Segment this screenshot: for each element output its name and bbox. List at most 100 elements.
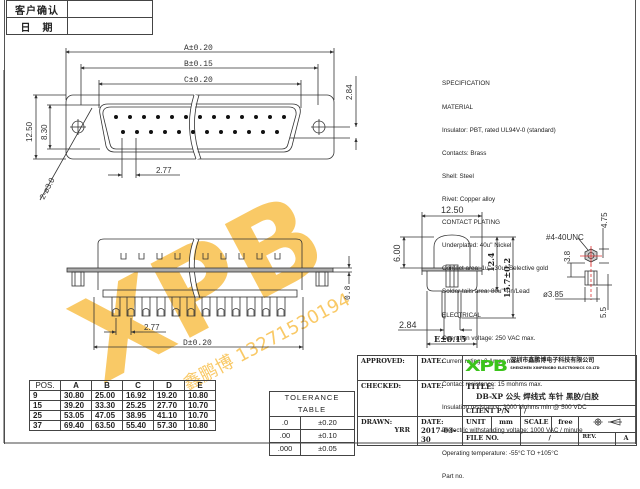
dim-a-label: A±0.20 <box>184 44 213 53</box>
front-view <box>66 238 352 350</box>
table-cell: .0 <box>269 416 301 430</box>
file-no-label: FILE NO. <box>462 431 521 447</box>
table-cell: .00 <box>269 429 301 443</box>
title-value: DB-XP 公头 焊线式 车针 黑胶/白胶 <box>476 392 599 401</box>
table-cell: 9 <box>29 390 61 401</box>
header-cell: D <box>153 380 185 391</box>
table-cell: 27.70 <box>153 400 185 411</box>
screw-top-label: 4.75 <box>600 212 609 228</box>
table-cell: 10.70 <box>184 410 216 421</box>
spec-line: SPECIFICATION <box>442 80 490 88</box>
drawn-by: YRR <box>394 426 410 434</box>
company-logo: XPB <box>465 357 508 375</box>
table-cell: 63.50 <box>91 420 123 431</box>
side-tail-offset-label: 2.84 <box>399 320 417 330</box>
table-cell: 41.10 <box>153 410 185 421</box>
table-cell: 38.95 <box>122 410 154 421</box>
table-cell: 10.80 <box>184 390 216 401</box>
spec-line: Contact area: 1u"~30u" Selective gold <box>442 265 549 273</box>
dim-e-label: E±0.15 <box>434 334 466 344</box>
thread-label: #4-40UNC <box>546 233 584 242</box>
screw-bottom-label: 5.5 <box>599 306 608 318</box>
drawn-cell: DRAWN: YRR <box>357 416 418 446</box>
spec-line: Shell: Steel <box>442 172 474 180</box>
screw-detail <box>555 228 612 310</box>
table-row: .000 ±0.05 <box>269 442 355 456</box>
company-name-en: SHENZHEN XINPENGBO ELECTRONICS CO.LTD <box>510 366 600 370</box>
spec-line: Rivet: Copper alloy <box>442 195 496 203</box>
drawn-date-cell: DATE: 2017-03-30 <box>417 416 463 446</box>
drawn-date-label: DATE: <box>421 418 444 426</box>
spec-line: MATERIAL <box>442 103 474 111</box>
table-cell: 25 <box>29 410 61 421</box>
header-cell: C <box>122 380 154 391</box>
spec-line: Part no. <box>442 473 465 481</box>
date-value[interactable] <box>67 17 153 35</box>
title-label: TITLE: <box>466 382 495 391</box>
spec-line: Underplated: 40u" Nickel <box>442 242 512 250</box>
spec-line: ELECTRICAL <box>442 311 481 319</box>
drawn-date: 2017-03-30 <box>421 426 457 444</box>
table-row: 37 69.40 63.50 55.40 57.30 10.80 <box>29 420 216 431</box>
screw-detail-labels: #4-40UNC 4.75 3.8 ø3.85 5.5 <box>543 212 609 318</box>
dim-flange-label: 0.8 <box>344 285 353 300</box>
title-block: APPROVED: DATE: XPB 深圳市鑫鹏博电子科技有限公司 SHENZ… <box>357 355 638 447</box>
table-cell: 30.80 <box>60 390 92 401</box>
table-cell: 55.40 <box>122 420 154 431</box>
table-cell: 47.05 <box>91 410 123 421</box>
screw-hex-label: 3.8 <box>563 250 572 262</box>
spec-line: Operation voltage: 250 VAC max. <box>442 334 536 342</box>
table-cell: ±0.05 <box>300 442 355 456</box>
table-cell: 53.05 <box>60 410 92 421</box>
side-view-labels: 12.50 6.00 12.4 15.7±0.2 2.84 E±0.15 <box>392 205 512 344</box>
top-view <box>33 48 358 201</box>
header-cell: E <box>184 380 216 391</box>
table-cell: 25.25 <box>122 400 154 411</box>
table-row: .0 ±0.20 <box>269 416 355 430</box>
date-label: 日 期 <box>6 17 68 35</box>
dim-pitch-label: 2.77 <box>156 166 172 175</box>
rev-label: REV. <box>578 431 616 447</box>
tolerance-table: TOLERANCE TABLE .0 ±0.20 .00 ±0.10 .000 … <box>269 391 355 456</box>
table-cell: 37 <box>29 420 61 431</box>
top-view-labels: A±0.20 B±0.15 C±0.20 12.50 8.30 2.84 2.7… <box>25 44 354 201</box>
side-width-label: 12.50 <box>441 205 464 215</box>
client-pn-label: CLIENT P/N <box>462 405 521 417</box>
table-cell: 16.92 <box>122 390 154 401</box>
header-cell: A <box>60 380 92 391</box>
third-angle-projection-icon <box>592 418 622 426</box>
table-row: .00 ±0.10 <box>269 429 355 443</box>
table-cell: ±0.10 <box>300 429 355 443</box>
spec-line: Operating temperature: -55°C TO +105°C <box>442 450 559 458</box>
side-body-label: 12.4 <box>486 252 496 272</box>
side-total-label: 15.7±0.2 <box>502 258 512 298</box>
table-cell: ±0.20 <box>300 416 355 430</box>
table-header-row: POS. A B C D E <box>29 380 216 391</box>
dim-b-label: B±0.15 <box>184 60 213 69</box>
spec-line: Contacts: Brass <box>442 149 487 157</box>
header-cell: B <box>91 380 123 391</box>
tolerance-title: TOLERANCE TABLE <box>269 391 355 417</box>
spec-line: Solder tails area: 80u" Tin/Lead <box>442 288 530 296</box>
front-pitch-label: 2.77 <box>144 323 160 332</box>
table-cell: 15 <box>29 400 61 411</box>
scale-value: free <box>551 416 580 433</box>
table-cell: 10.70 <box>184 400 216 411</box>
dim-c-label: C±0.20 <box>184 76 213 85</box>
unit-label: UNIT <box>462 416 492 433</box>
top-view-pins <box>114 115 286 134</box>
file-no-value: / <box>519 431 580 447</box>
company-name-cn: 深圳市鑫鹏博电子科技有限公司 <box>510 357 595 364</box>
table-cell: 33.30 <box>91 400 123 411</box>
table-row: 15 39.20 33.30 25.25 27.70 10.70 <box>29 400 216 411</box>
approved-date-label: DATE: <box>417 355 463 381</box>
unit-value: mm <box>491 416 521 433</box>
spec-line: Insulator: PBT, rated UL94V-0 (standard) <box>442 126 556 134</box>
dim-mount-holes-label: 2-ø3.0 <box>38 176 57 201</box>
table-row: 9 30.80 25.00 16.92 19.20 10.80 <box>29 390 216 401</box>
drawn-label: DRAWN: <box>361 418 393 426</box>
dim-height-shell-label: 8.30 <box>40 124 49 140</box>
table-cell: 25.00 <box>91 390 123 401</box>
table-row: 25 53.05 47.05 38.95 41.10 10.70 <box>29 410 216 421</box>
company-header: XPB 深圳市鑫鹏博电子科技有限公司 SHENZHEN XINPENGBO EL… <box>462 355 637 381</box>
